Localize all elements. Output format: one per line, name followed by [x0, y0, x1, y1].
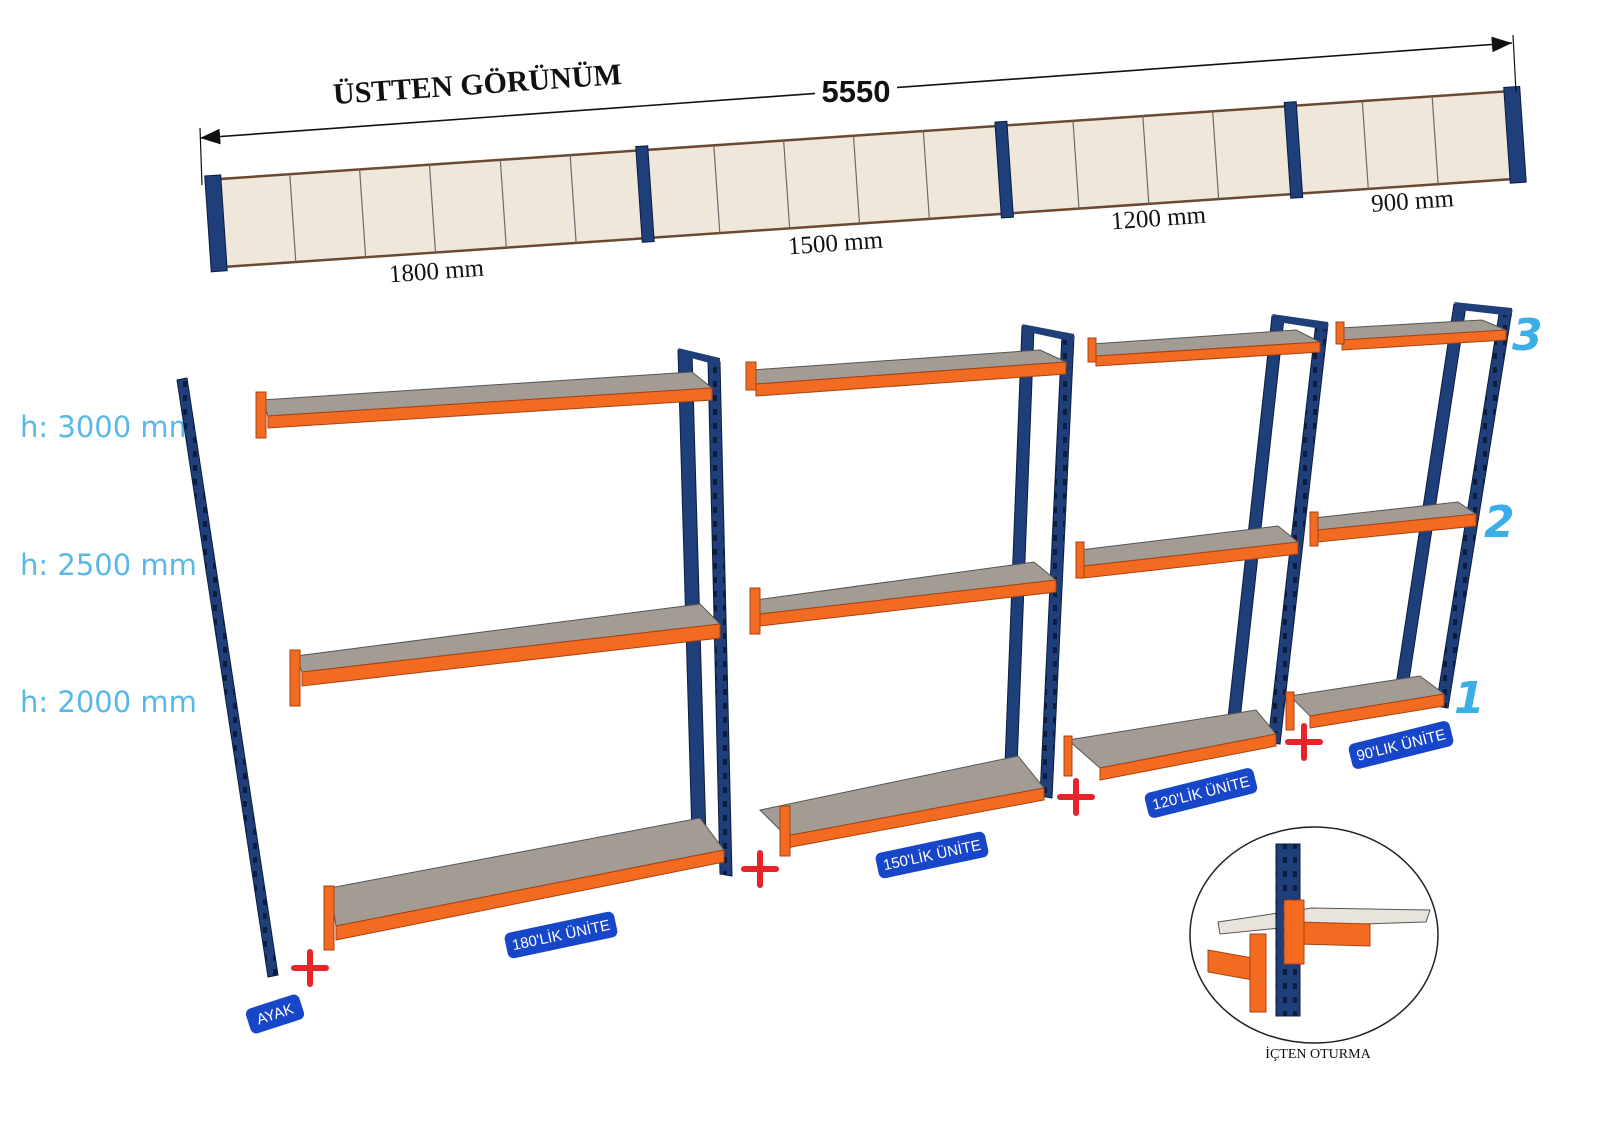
unit-120-shelf-bottom: [1063, 709, 1277, 781]
unit-180-upright-front: [677, 349, 707, 839]
level-number-3: 3: [1512, 310, 1543, 361]
badge-unit-120-label: 120'LİK ÜNİTE: [1151, 772, 1252, 814]
unit-150-shelf-bottom: [758, 755, 1045, 857]
unit-120-shelf-top: [1087, 329, 1322, 367]
badge-ayak: AYAK: [245, 994, 305, 1034]
unit-90: [1285, 302, 1513, 731]
unit-90-shelf-top: [1335, 319, 1507, 351]
level-number-2: 2: [1484, 497, 1515, 548]
height-label-3000: h: 3000 mm: [20, 410, 197, 444]
unit-180: [255, 348, 733, 951]
segment-label-900: 900 mm: [1370, 185, 1455, 218]
detail-bracket-rear: [1249, 933, 1267, 1013]
height-label-2000: h: 2000 mm: [20, 685, 197, 719]
top-view: 5550 ÜSTTEN GÖRÜNÜM 1800 mm 1500 mm 1200…: [199, 34, 1527, 289]
unit-150-frame-top: [1022, 324, 1074, 342]
unit-120: [1063, 314, 1329, 781]
unit-150-upright-front: [1003, 325, 1035, 793]
total-length-label-bg: [815, 72, 897, 112]
segment-label-1200: 1200 mm: [1110, 202, 1207, 236]
height-label-2500: h: 2500 mm: [20, 548, 197, 582]
unit-90-frame-top: [1454, 302, 1512, 316]
unit-180-shelf-middle: [289, 603, 722, 707]
loose-upright: [176, 377, 279, 978]
level-number-1: 1: [1454, 673, 1485, 724]
badge-unit-180: 180'LİK ÜNİTE: [504, 911, 618, 959]
plus-icons: [291, 723, 1323, 987]
plus-icon: [741, 850, 779, 888]
plus-icon: [1285, 723, 1323, 761]
badge-unit-180-label: 180'LİK ÜNİTE: [510, 916, 611, 954]
top-view-title: ÜSTTEN GÖRÜNÜM: [332, 58, 623, 111]
total-length-label: 5550: [822, 74, 891, 109]
unit-120-shelf-middle: [1075, 525, 1300, 579]
unit-90-shelf-bottom: [1285, 675, 1446, 731]
dimension-tick-left: [199, 127, 203, 186]
detail-bracket-front: [1283, 899, 1305, 965]
detail-inset: İÇTEN OTURMA: [1189, 826, 1439, 1062]
dimension-tick-right: [1512, 34, 1517, 93]
detail-deck: [1217, 907, 1431, 935]
unit-150-shelf-top: [745, 349, 1067, 397]
unit-120-frame-top: [1272, 314, 1328, 330]
unit-180-shelf-bottom: [323, 817, 725, 951]
unit-150-upright-rear: [1039, 333, 1075, 799]
segment-label-1500: 1500 mm: [787, 227, 884, 261]
badge-unit-120: 120'LİK ÜNİTE: [1144, 768, 1258, 818]
unit-150: [745, 324, 1075, 857]
plus-icon: [291, 949, 329, 987]
unit-90-shelf-middle: [1309, 501, 1478, 547]
unit-180-frame-top: [678, 348, 720, 366]
detail-beam-front: [1297, 921, 1371, 947]
unit-150-shelf-middle: [749, 561, 1058, 635]
segment-label-1800: 1800 mm: [388, 255, 485, 289]
unit-180-shelf-top: [255, 371, 714, 439]
badge-unit-150: 150'LİK ÜNİTE: [875, 831, 989, 879]
badge-unit-90: 90'LIK ÜNİTE: [1348, 721, 1454, 769]
detail-caption: İÇTEN OTURMA: [1265, 1046, 1371, 1062]
plus-icon: [1057, 778, 1095, 816]
badge-unit-150-label: 150'LİK ÜNİTE: [881, 836, 982, 874]
badge-unit-90-label: 90'LIK ÜNİTE: [1355, 725, 1448, 765]
